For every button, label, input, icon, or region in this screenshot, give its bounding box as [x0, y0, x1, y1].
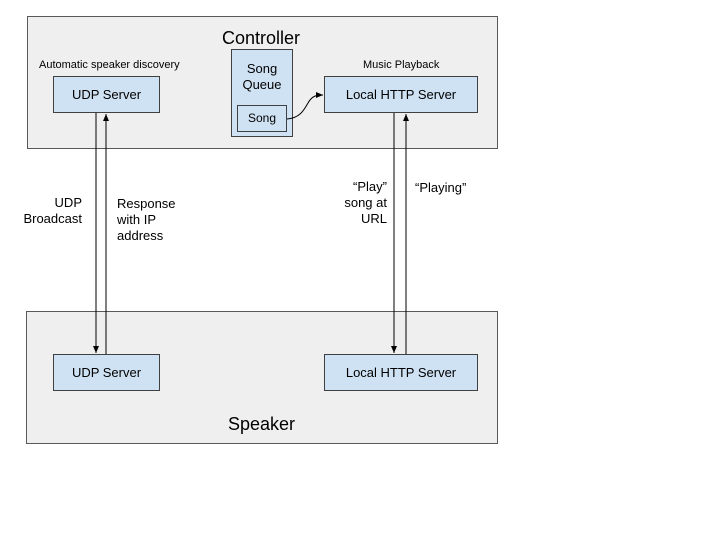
udp-broadcast-line1: UDP — [54, 195, 82, 210]
speaker-udp-server: UDP Server — [53, 354, 160, 391]
udp-broadcast-label: UDP Broadcast — [22, 195, 82, 227]
speaker-title: Speaker — [228, 414, 296, 434]
response-line1: Response — [117, 196, 176, 211]
discovery-caption: Automatic speaker discovery — [39, 59, 180, 71]
play-line3: URL — [360, 211, 387, 226]
response-label: Response with IP address — [117, 196, 176, 244]
response-line2: with IP — [117, 212, 157, 227]
play-line1: “Play” — [353, 179, 387, 194]
speaker-http-server: Local HTTP Server — [324, 354, 478, 391]
play-label: “Play” song at URL — [332, 179, 387, 227]
controller-udp-server: UDP Server — [53, 76, 160, 113]
song-queue: Song Queue Song — [231, 49, 293, 137]
playback-caption: Music Playback — [363, 59, 440, 71]
controller-http-server: Local HTTP Server — [324, 76, 478, 113]
play-line2: song at — [344, 195, 387, 210]
udp-broadcast-line2: Broadcast — [23, 211, 82, 226]
controller-title: Controller — [222, 28, 301, 48]
playing-label: “Playing” — [415, 180, 467, 195]
response-line3: address — [117, 228, 164, 243]
song-to-http-arrow — [286, 92, 324, 120]
song-queue-label-line2: Queue — [242, 77, 282, 92]
song-queue-label-line1: Song — [246, 61, 278, 76]
song-item: Song — [237, 105, 287, 132]
